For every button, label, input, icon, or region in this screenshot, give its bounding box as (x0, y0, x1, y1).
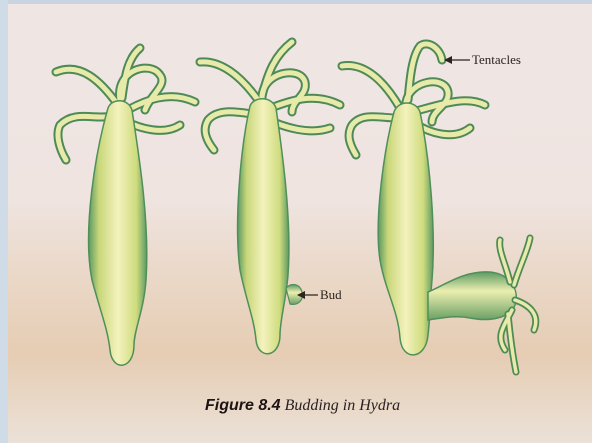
hydra-2 (200, 42, 340, 354)
hydra-1 (56, 48, 195, 365)
hydra-3 (342, 44, 536, 372)
tentacles-label: Tentacles (472, 52, 521, 68)
figure-caption: Figure 8.4 Budding in Hydra (205, 397, 400, 415)
figure-caption-text: Budding in Hydra (285, 397, 401, 414)
figure-number: Figure 8.4 (205, 397, 281, 414)
bud-label: Bud (320, 287, 342, 303)
